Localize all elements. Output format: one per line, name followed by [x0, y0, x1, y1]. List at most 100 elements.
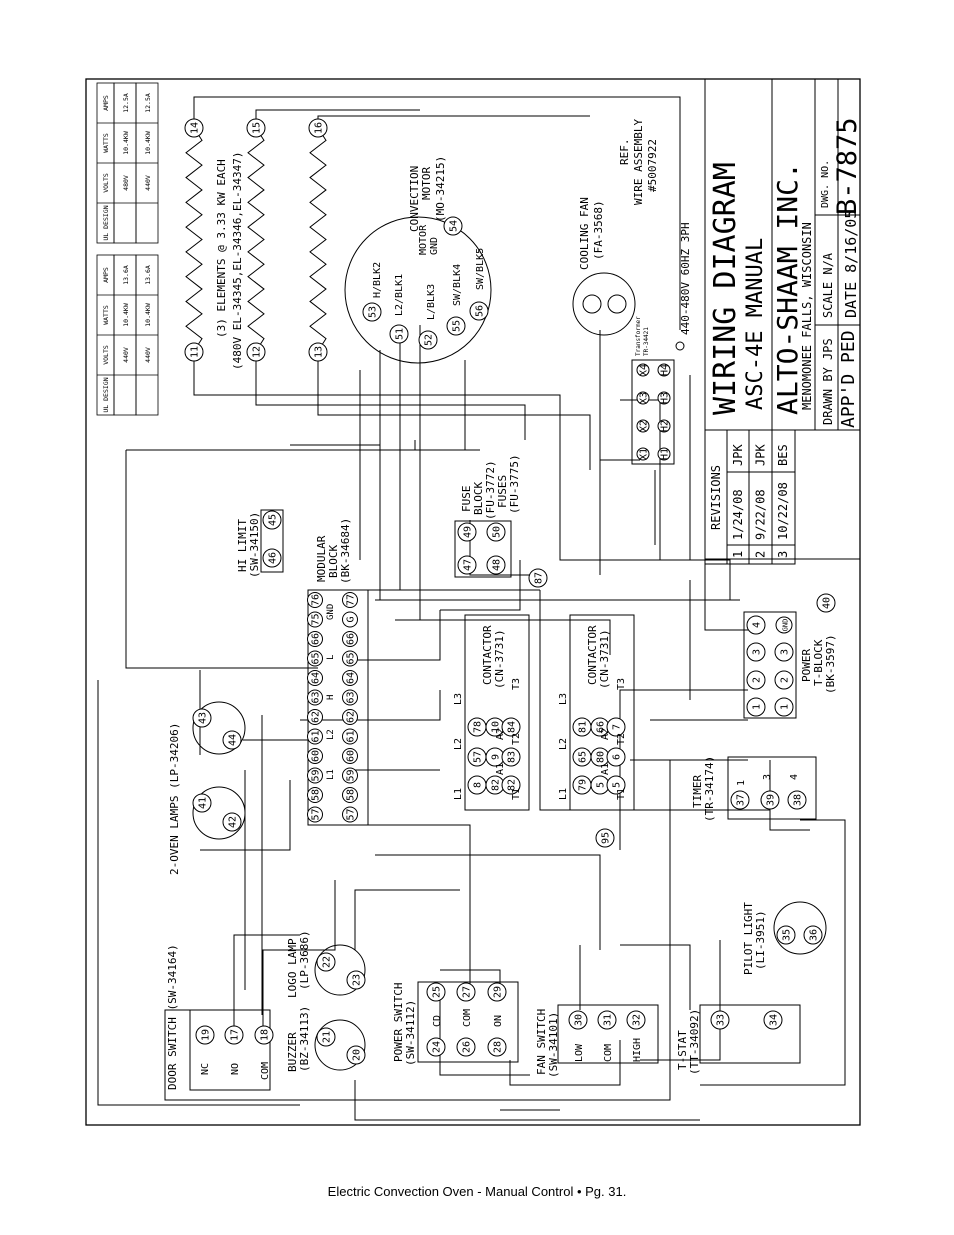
- terminal-label: 19: [201, 1029, 212, 1041]
- elements-label: (3) ELEMENTS @ 3.33 KW EACH: [215, 159, 228, 338]
- terminal-label: H1: [660, 448, 671, 460]
- terminal-17: 17: [224, 1025, 244, 1045]
- diagram-border: [85, 78, 861, 1126]
- fuse-block-part-number: (FU-3772): [484, 460, 497, 520]
- terminal-label: 5: [612, 782, 623, 788]
- revision-number: 2: [754, 551, 768, 558]
- terminal-50: 50: [486, 522, 506, 542]
- terminal-2: 2: [746, 670, 766, 690]
- company-location: MENOMONEE FALLS, WISCONSIN: [800, 222, 814, 410]
- terminal-6: 6: [606, 747, 626, 767]
- terminal-34: 34: [763, 1010, 783, 1030]
- modular-block-label: MODULAR: [315, 535, 328, 582]
- terminal-label: 13: [314, 346, 325, 358]
- door-switch-label: DOOR SWITCH (SW-34164): [166, 944, 179, 1090]
- terminal-20: 20: [346, 1045, 366, 1065]
- terminal-4: 4: [746, 615, 766, 635]
- ul-cell: 10.4KW: [144, 131, 152, 155]
- contactor-terminal: T2: [511, 733, 522, 745]
- terminal-label: 2: [752, 677, 763, 683]
- terminal-label: 31: [603, 1014, 614, 1026]
- motor-gnd-label: MOTOR: [418, 224, 429, 255]
- motor-lead: SW/BLK5: [475, 248, 486, 290]
- terminal-caption: L1: [326, 769, 336, 780]
- terminal-29: 29: [487, 982, 507, 1002]
- terminal-1: 1: [774, 697, 794, 717]
- terminal-label: 51: [395, 328, 406, 340]
- terminal-63: 63: [342, 689, 358, 706]
- terminal-caption: GND: [326, 604, 336, 620]
- terminal-label: 26: [462, 1041, 473, 1053]
- terminal-78: 78: [467, 717, 487, 737]
- revisions-table: REVISIONS11/24/08JPK29/22/08JPK310/22/08…: [704, 429, 796, 565]
- terminal-label: 58: [346, 789, 357, 801]
- terminal-H4: H4: [657, 363, 671, 377]
- contactor-terminal: L2: [453, 738, 464, 750]
- buzzer-label: BUZZER: [286, 1032, 299, 1072]
- hi-limit-part-number: (SW-34150): [248, 512, 261, 578]
- terminal-caption: L: [326, 655, 336, 660]
- revision-date: 9/22/08: [754, 489, 768, 540]
- wire: [193, 96, 681, 330]
- ul-cell: 12.5A: [144, 93, 152, 113]
- terminal-33: 33: [710, 1010, 730, 1030]
- timer-terminal: 1: [736, 780, 747, 786]
- terminal-label: 44: [228, 734, 239, 746]
- elements-part-number: (480V EL-34345,EL-34346,EL-34347): [231, 151, 244, 370]
- terminal-caption: H: [326, 695, 336, 700]
- wire: [640, 940, 721, 1061]
- terminal-42: 42: [222, 812, 242, 832]
- transformer-part-number: TR-34421: [643, 327, 650, 356]
- contactor-2-frame: [569, 614, 635, 811]
- buzzer-part-number: (BZ-34113): [298, 1006, 311, 1072]
- revision-number: 1: [731, 551, 745, 558]
- terminal-label: 65: [578, 751, 589, 763]
- fuses-part-number: (FU-3775): [508, 454, 521, 514]
- wire: [255, 109, 420, 128]
- contactor-terminal: L2: [558, 738, 569, 750]
- terminal-label: X1: [639, 448, 650, 460]
- terminal-label: 87: [534, 572, 545, 584]
- door-switch: [189, 1009, 271, 1091]
- terminal-44: 44: [222, 730, 242, 750]
- revision-number: 3: [776, 551, 790, 558]
- timer-terminal: 4: [789, 774, 800, 780]
- fan-switch-position: LOW: [574, 1043, 585, 1062]
- terminal-label: 35: [782, 929, 793, 941]
- fan-terminal: [582, 294, 602, 314]
- wire: [317, 351, 591, 470]
- terminal-label: 15: [252, 122, 263, 134]
- terminal-label: 7: [612, 724, 623, 730]
- terminal-label: X4: [639, 364, 650, 376]
- terminal-56: 56: [469, 301, 489, 321]
- terminal-label: 9: [491, 754, 502, 760]
- terminal-label: 37: [736, 794, 747, 806]
- terminal-65: 65: [342, 650, 358, 667]
- date-label: DATE 8/16/05: [842, 210, 860, 318]
- terminal-18: 18: [254, 1025, 274, 1045]
- ul-header: AMPS: [102, 95, 110, 111]
- terminal-48: 48: [486, 555, 506, 575]
- terminal-label: 83: [507, 751, 518, 763]
- ul-cell: 440V: [144, 175, 152, 191]
- terminal-H3: H3: [657, 391, 671, 405]
- terminal-82: 82: [501, 775, 521, 795]
- convection-motor-label: CONVECTION: [408, 166, 421, 232]
- terminal-label: 36: [809, 929, 820, 941]
- contactor-label: CONTACTOR: [481, 625, 494, 685]
- terminal-label: 3: [780, 649, 791, 655]
- terminal-label: 50: [492, 526, 503, 538]
- pilot-light: [773, 901, 827, 955]
- ul-cell: 440V: [122, 347, 130, 363]
- motor-lead: L2/BLK1: [394, 274, 405, 316]
- motor-lead: L/BLK3: [426, 284, 437, 320]
- heating-element-1: [185, 127, 203, 352]
- wire: [340, 824, 471, 990]
- terminal-label: 77: [346, 594, 357, 606]
- wire: [619, 689, 748, 850]
- hi-limit-switch: [260, 509, 284, 573]
- fan-switch-position: HIGH: [632, 1038, 643, 1062]
- terminal-label: 1: [780, 704, 791, 710]
